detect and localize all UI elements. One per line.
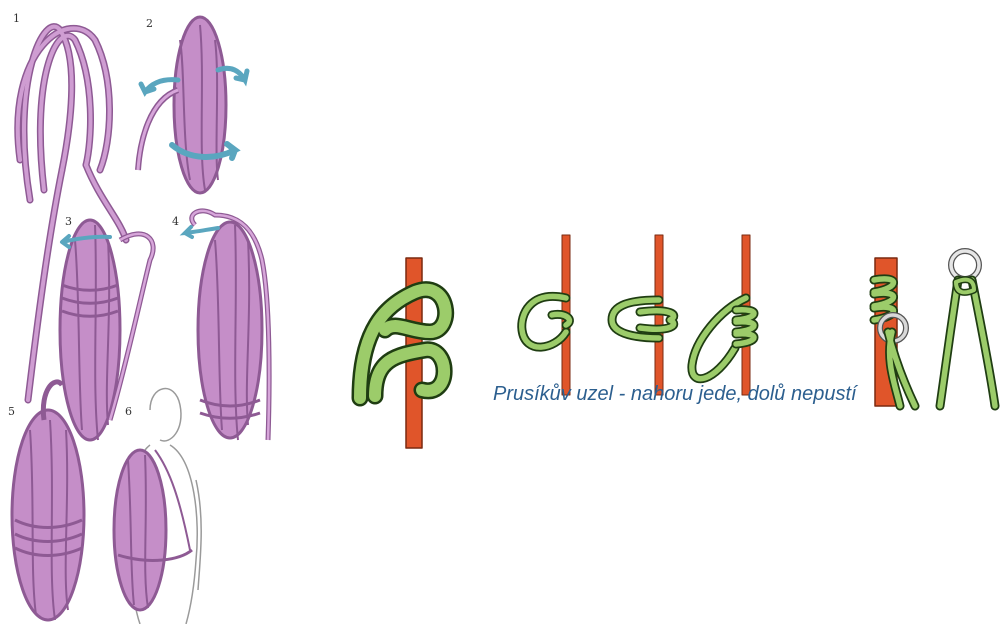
coil-step-6 [114, 389, 201, 624]
coil-step-3 [60, 220, 153, 440]
step-number-3: 3 [65, 215, 72, 228]
step-number-5: 5 [8, 405, 15, 418]
knot-diagram-step-2 [612, 235, 674, 395]
rope-coiling-drawing [0, 0, 330, 624]
knot-diagram-step-1 [522, 235, 570, 395]
step-number-6: 6 [125, 405, 132, 418]
knot-diagram-large [360, 258, 446, 448]
step-number-2: 2 [146, 17, 153, 30]
knot-diagram-sling [940, 251, 995, 406]
coil-step-4 [185, 211, 269, 440]
coil-step-2 [138, 17, 247, 193]
step-number-1: 1 [13, 12, 20, 25]
rope-coiling-illustration: 1 2 3 4 5 6 [0, 0, 330, 624]
knot-diagram-carabiner [874, 258, 915, 406]
prusik-caption: Prusíkův uzel - nahoru jede, dolů nepust… [493, 383, 857, 406]
prusik-knot-illustration [340, 220, 1003, 450]
prusik-knot-drawing [340, 220, 1003, 450]
knot-diagram-step-3 [692, 235, 754, 395]
step-number-4: 4 [172, 215, 179, 228]
